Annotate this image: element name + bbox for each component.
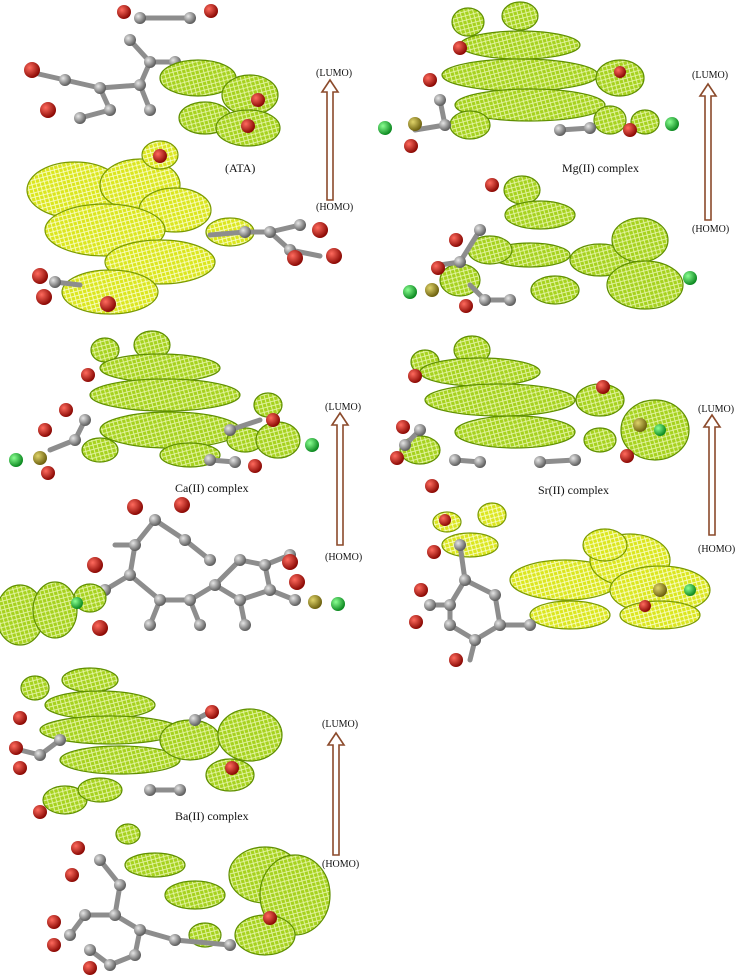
ca-homo-label: (HOMO) xyxy=(325,552,362,563)
panel-ca: Ca(II) complex xyxy=(0,330,362,646)
mg-energy-arrow xyxy=(698,82,718,221)
ca-label: Ca(II) complex xyxy=(175,481,249,495)
mg-lumo-structure xyxy=(378,41,679,153)
ata-label: (ATA) xyxy=(225,161,255,175)
ca-lumo-label: (LUMO) xyxy=(325,402,361,413)
ba-homo-structure xyxy=(47,841,277,975)
ba-homo-label: (HOMO) xyxy=(322,859,359,870)
ca-homo-orbital xyxy=(0,581,107,646)
panel-mg: Mg(II) complex xyxy=(378,1,729,313)
ca-lumo-structure xyxy=(9,368,319,480)
mg-homo-label: (HOMO) xyxy=(692,224,729,235)
sr-label: Sr(II) complex xyxy=(538,483,609,497)
ata-homo-label: (HOMO) xyxy=(316,202,353,213)
panel-ata: (ATA) xyxy=(24,4,353,315)
ba-lumo-orbital xyxy=(20,667,283,815)
ca-energy-arrow xyxy=(330,411,350,546)
ata-homo-orbital xyxy=(26,140,255,315)
mg-lumo-label: (LUMO) xyxy=(692,70,728,81)
ba-lumo-structure xyxy=(9,705,239,819)
sr-homo-orbital xyxy=(432,502,711,630)
ata-energy-arrow xyxy=(320,78,340,201)
sr-lumo-orbital xyxy=(399,335,690,465)
ata-homo-structure xyxy=(32,149,342,312)
sr-homo-label: (HOMO) xyxy=(698,544,735,555)
ata-lumo-orbital xyxy=(159,59,281,147)
sr-lumo-structure xyxy=(390,369,666,493)
ba-homo-orbital xyxy=(115,823,331,956)
sr-energy-arrow xyxy=(702,413,722,536)
mg-lumo-orbital xyxy=(441,1,660,140)
ca-lumo-orbital xyxy=(81,330,301,468)
sr-homo-structure xyxy=(409,514,696,667)
mg-label: Mg(II) complex xyxy=(562,161,639,175)
ca-homo-structure xyxy=(87,497,345,636)
panel-ba: Ba(II) complex xyxy=(9,667,359,975)
ba-label: Ba(II) complex xyxy=(175,809,249,823)
ata-lumo-label: (LUMO) xyxy=(316,68,352,79)
mg-homo-structure xyxy=(403,178,697,313)
ba-lumo-label: (LUMO) xyxy=(322,719,358,730)
panel-sr: Sr(II) complex xyxy=(390,335,735,667)
sr-lumo-label: (LUMO) xyxy=(698,404,734,415)
ba-energy-arrow xyxy=(326,731,346,856)
